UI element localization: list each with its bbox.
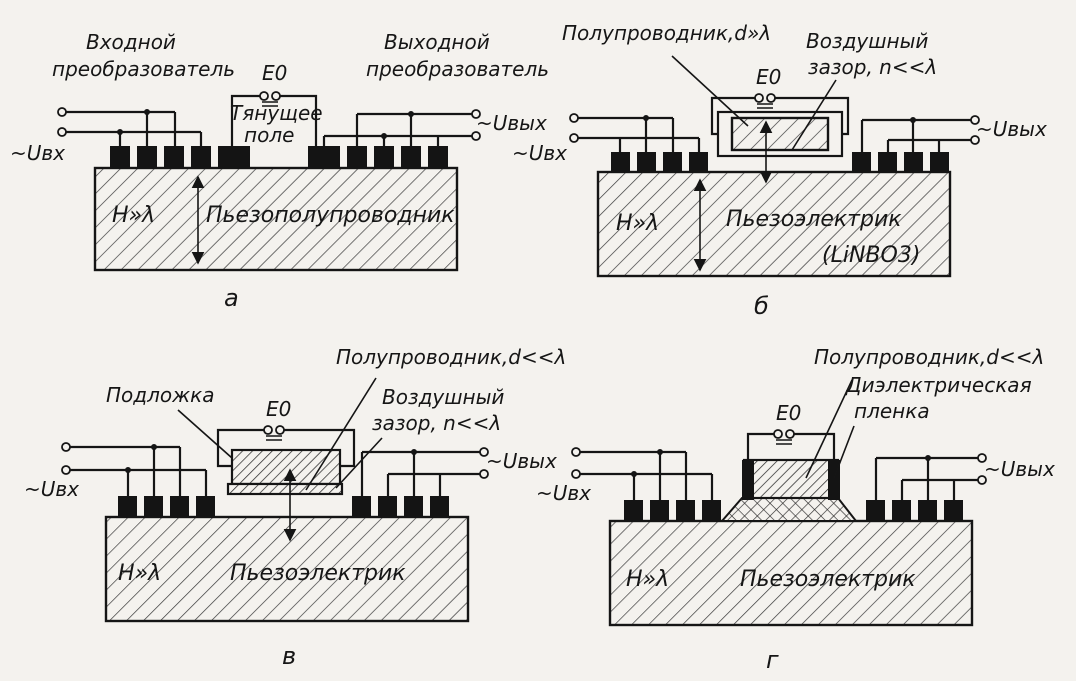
bias-field-label: E0 [262, 61, 287, 85]
panel-c: Полупроводник,d<<λ Подложка Воздушный за… [24, 345, 566, 670]
material-label: (LiNBO3) [822, 243, 920, 268]
air-gap-label-1: Воздушный [806, 29, 928, 53]
input-voltage-label: ~Uвх [24, 477, 79, 501]
piezoelectric-substrate [596, 170, 952, 278]
thin-semiconductor-film [226, 482, 344, 496]
bias-field-label: E0 [756, 65, 781, 89]
dielectric-label-1: Диэлектрическая [845, 373, 1032, 397]
input-wiring [571, 447, 714, 500]
holder-label: Подложка [106, 383, 214, 407]
bias-source [746, 429, 836, 460]
output-wiring [322, 109, 481, 146]
drift-field-electrode [218, 146, 250, 168]
output-voltage-label: ~Uвых [984, 457, 1055, 481]
piezo-semiconductor-substrate [93, 166, 459, 272]
piezoelectric-substrate [608, 519, 974, 627]
panel-d: Полупроводник,d<<λ Диэлектрическая пленк… [536, 345, 1055, 674]
input-voltage-label: ~Uвх [512, 141, 567, 165]
input-transducer-electrodes [611, 152, 708, 172]
input-transducer-electrodes [118, 496, 215, 517]
caption-b: б [754, 292, 769, 320]
input-wiring [569, 113, 701, 152]
dielectric-label-2: пленка [854, 399, 930, 423]
semiconductor-label: Полупроводник,d»λ [562, 21, 771, 45]
output-wiring [860, 115, 980, 152]
semiconductor-block [742, 458, 840, 500]
output-wiring [360, 447, 489, 496]
bias-source [216, 425, 356, 468]
input-voltage-label: ~Uвх [536, 481, 591, 505]
input-wiring [57, 107, 203, 146]
caption-c: в [282, 642, 296, 670]
left-contact [742, 460, 754, 500]
input-transducer-label-1: Входной [86, 30, 176, 54]
panel-b: Полупроводник,d»λ Воздушный зазор, n<<λ … [512, 21, 1047, 320]
bias-field-label: E0 [266, 397, 291, 421]
semiconductor-label: Полупроводник,d<<λ [336, 345, 566, 369]
thickness-label: H»λ [616, 211, 659, 236]
semiconductor-leader [305, 377, 377, 491]
output-voltage-label: ~Uвых [476, 111, 547, 135]
output-transducer-electrodes [852, 152, 949, 172]
semiconductor-block [730, 116, 830, 152]
semiconductor-leader [671, 55, 749, 127]
air-gap-label-1: Воздушный [382, 385, 504, 409]
drift-field-label-2: поле [244, 123, 294, 147]
air-gap-label-2: зазор, n<<λ [808, 55, 937, 79]
output-transducer-electrodes [308, 146, 448, 168]
input-voltage-label: ~Uвх [10, 141, 65, 165]
panel-a: Входной преобразователь Выходной преобра… [10, 30, 549, 312]
bias-field-label: E0 [776, 401, 801, 425]
thickness-label: H»λ [118, 561, 161, 586]
thickness-label: H»λ [112, 203, 155, 228]
air-gap-label-2: зазор, n<<λ [372, 411, 501, 435]
input-transducer-electrodes [624, 500, 721, 521]
dielectric-film [719, 497, 859, 522]
caption-a: а [224, 284, 239, 312]
output-wiring [874, 453, 987, 500]
thickness-label: H»λ [626, 567, 669, 592]
input-wiring [61, 442, 208, 496]
caption-d: г [766, 646, 779, 674]
input-transducer-label-2: преобразователь [52, 57, 235, 81]
substrate-label: Пьезоэлектрик [230, 561, 406, 586]
dielectric-leader [833, 425, 855, 479]
drift-field-label-1: Тянущее [230, 101, 323, 125]
output-transducer-label-1: Выходной [384, 30, 490, 54]
bias-source [230, 91, 318, 146]
substrate-label: Пьезоэлектрик [740, 567, 916, 592]
input-transducer-electrodes [110, 146, 211, 168]
output-voltage-label: ~Uвых [486, 449, 557, 473]
substrate-holder-block [230, 448, 342, 486]
substrate-label: Пьезоэлектрик [726, 207, 902, 232]
output-transducer-electrodes [352, 496, 449, 517]
output-voltage-label: ~Uвых [976, 117, 1047, 141]
output-transducer-label-2: преобразователь [366, 57, 549, 81]
air-gap-leader [791, 79, 837, 151]
substrate-label: Пьезополупроводник [206, 203, 455, 228]
bias-source [710, 93, 850, 136]
output-transducer-electrodes [866, 500, 963, 521]
semiconductor-leader [805, 379, 853, 479]
semiconductor-label: Полупроводник,d<<λ [814, 345, 1044, 369]
holder-leader [177, 409, 233, 459]
air-gap-leader [335, 437, 383, 489]
